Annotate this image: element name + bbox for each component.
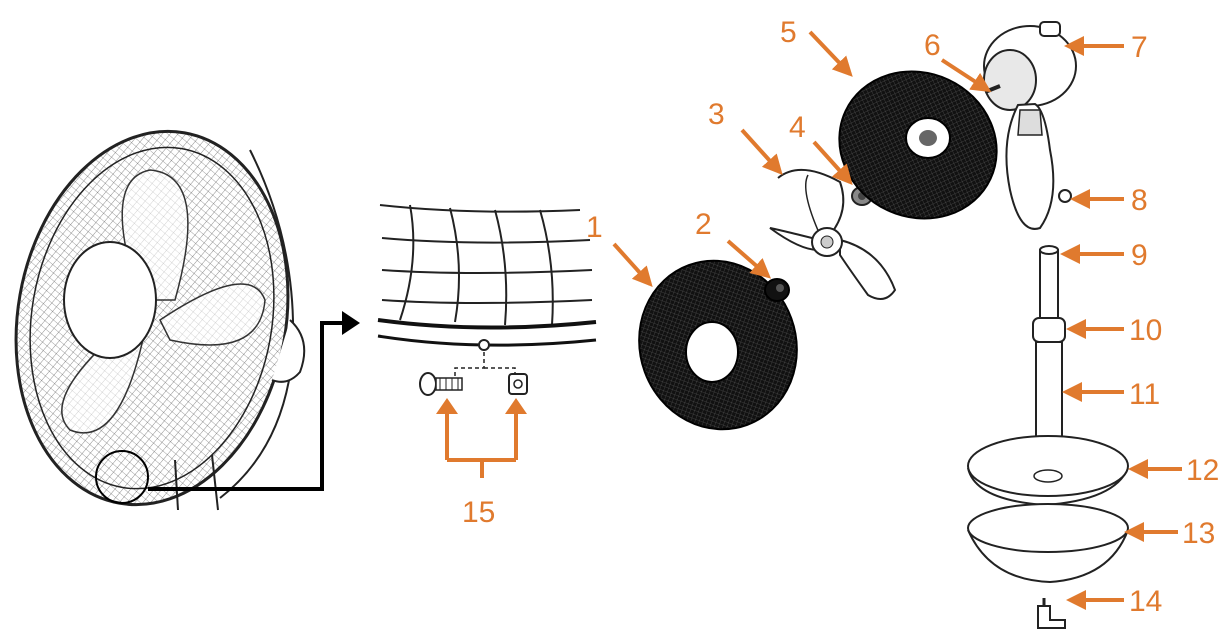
callout-3: 3 [708,98,725,131]
screw-nut-detail-icon [377,204,597,396]
front-grille-icon [638,259,798,431]
motor-housing-icon [983,21,1077,230]
callout-12: 12 [1186,454,1219,487]
rear-grille-icon [838,70,998,220]
callout-14: 14 [1129,585,1162,618]
callout-11: 11 [1129,378,1160,411]
callout-9: 9 [1131,239,1148,272]
detail-pointer-arrow [148,311,360,491]
assembled-fan-icon [14,129,306,511]
callout-2: 2 [695,208,712,241]
callout-1: 1 [586,211,603,244]
callout-15: 15 [462,496,495,529]
leader-arrows [612,30,1182,610]
spinner-cap-icon [764,278,790,302]
callout-6: 6 [924,29,941,62]
base-icon [967,435,1129,629]
callout-10: 10 [1129,314,1162,347]
bracket-15 [436,398,527,478]
callout-13: 13 [1182,517,1215,550]
callout-4: 4 [789,111,806,144]
callout-7: 7 [1131,31,1148,64]
callout-5: 5 [780,16,797,49]
callout-8: 8 [1131,184,1148,217]
